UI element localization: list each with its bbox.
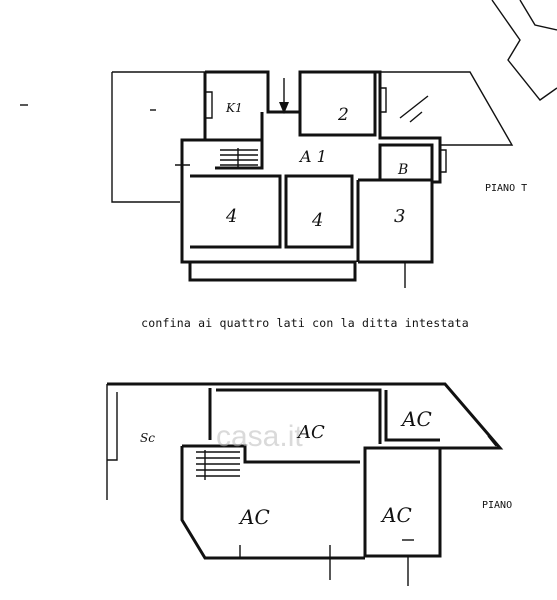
room-label-4b: 4	[311, 210, 323, 231]
corner-sketch	[491, 0, 557, 101]
lower-floor-plan	[106, 382, 504, 586]
stairs-lower	[196, 450, 240, 480]
room-label-4a: 4	[225, 206, 237, 227]
upper-room-labels: K1 2 A 1 B 4 4 3	[225, 101, 408, 231]
stairs-upper	[220, 148, 258, 168]
watermark-text: casa.it	[216, 420, 303, 453]
room-label-ac-bottom-right: AC	[380, 503, 412, 527]
level-label-lower: PIANO	[482, 500, 513, 511]
lower-room-labels: Sc AC AC AC AC	[140, 407, 432, 529]
room-label-3: 3	[394, 206, 405, 227]
room-label-ac-right: AC	[400, 407, 432, 431]
room-label-ac-bottom-left: AC	[238, 505, 270, 529]
boundary-note: confina ai quattro lati con la ditta int…	[141, 316, 469, 330]
room-label-sc: Sc	[140, 431, 155, 445]
room-label-k1: K1	[225, 101, 243, 115]
room-label-a1: A 1	[298, 147, 327, 166]
room-label-b: B	[397, 162, 408, 178]
level-label-upper: PIANO T	[485, 183, 528, 194]
room-label-ac-top: AC	[296, 422, 325, 443]
upper-floor-plan	[20, 70, 514, 288]
room-label-2: 2	[337, 105, 349, 125]
